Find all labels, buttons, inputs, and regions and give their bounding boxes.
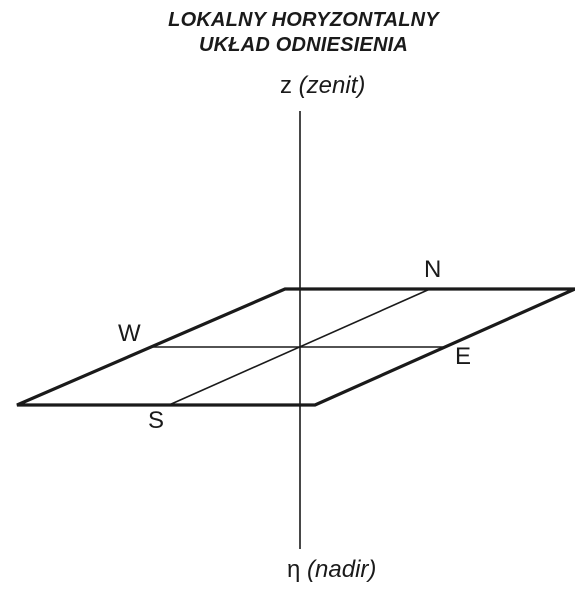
north-south-line [168, 288, 431, 406]
horizon-plane [16, 287, 575, 407]
nadir-symbol: η [287, 556, 301, 583]
direction-south-label: S [148, 407, 165, 434]
title-line-2: UKŁAD ODNIESIENIA [199, 34, 408, 56]
direction-north-label: N [424, 256, 442, 283]
title-line-1: LOKALNY HORYZONTALNY [168, 9, 439, 31]
zenith-label: z (zenit) [280, 72, 365, 100]
nadir-label: η (nadir) [287, 556, 376, 584]
direction-east-label: E [455, 343, 472, 370]
nadir-text: (nadir) [307, 556, 377, 583]
direction-west-label: W [118, 320, 141, 347]
zenith-symbol: z [280, 72, 292, 99]
zenith-text: (zenit) [298, 72, 366, 99]
